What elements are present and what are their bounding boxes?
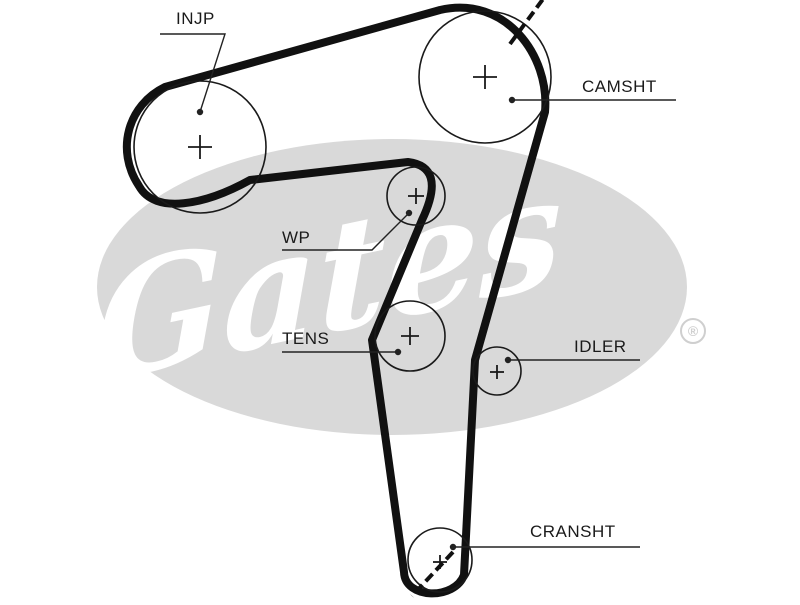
crankshaft-timing-mark <box>410 550 455 598</box>
cransht-label: CRANSHT <box>530 522 616 541</box>
injp-leader <box>160 33 226 113</box>
tens-label: TENS <box>282 329 330 348</box>
camshaft-timing-mark <box>508 0 545 46</box>
tensioner-pulley <box>374 300 446 372</box>
wp-label: WP <box>282 228 311 247</box>
idler-pulley <box>472 346 522 396</box>
injp-label: INJP <box>176 9 215 28</box>
water-pump-pulley <box>386 166 446 226</box>
camshaft-pulley <box>418 10 552 144</box>
injection-pump-pulley <box>133 80 267 214</box>
timing-belt <box>122 3 550 598</box>
wp-leader <box>282 212 410 251</box>
leader-lines <box>160 33 676 551</box>
camsht-label: CAMSHT <box>582 77 657 96</box>
idler-label: IDLER <box>574 337 627 356</box>
registered-trademark-icon: ® <box>680 318 706 344</box>
